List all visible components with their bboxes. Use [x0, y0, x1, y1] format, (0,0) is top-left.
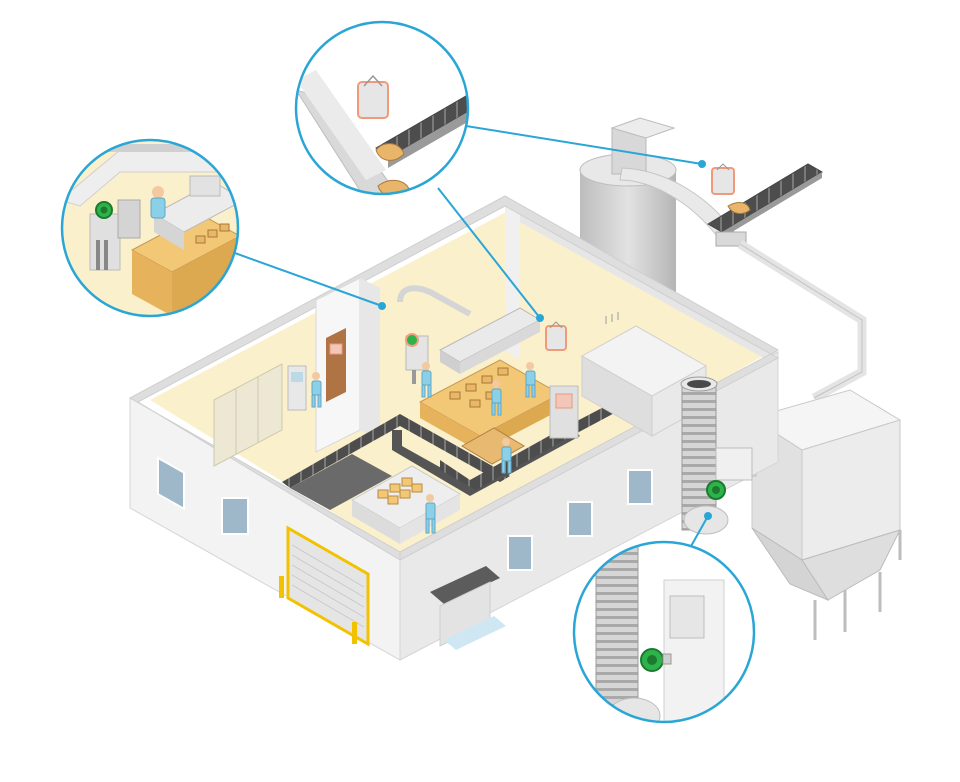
worker-5 [501, 438, 512, 474]
window-left-2 [221, 497, 249, 535]
callout-packing-station [60, 138, 240, 318]
exhaust-duct [680, 376, 753, 535]
hopper-machine [397, 285, 542, 374]
worker-6 [425, 494, 436, 534]
lockers [213, 363, 283, 467]
interior-door [326, 328, 346, 402]
leader-lines [231, 125, 712, 549]
sensor-duct [706, 480, 726, 500]
duct-pipes [737, 240, 867, 402]
bag-hall [545, 321, 567, 351]
bag-icon [357, 74, 389, 119]
outside-conveyor [707, 163, 823, 247]
entrance [430, 566, 506, 650]
bag-silo [711, 163, 735, 195]
sensor-icon [640, 648, 672, 672]
loading-door [279, 525, 370, 647]
worker-2 [421, 362, 432, 398]
worker-4 [525, 362, 536, 398]
callout-duct-sensor [572, 540, 756, 724]
worker-3 [491, 380, 502, 416]
worker-1 [311, 372, 322, 408]
callout-bag-conveyor [294, 20, 470, 196]
window-front [507, 469, 653, 571]
pallet-small [461, 427, 525, 465]
control-cabinet [287, 365, 307, 411]
sensor-icon [95, 201, 113, 219]
window-left-1 [157, 456, 185, 511]
sensor-packing [405, 333, 419, 347]
